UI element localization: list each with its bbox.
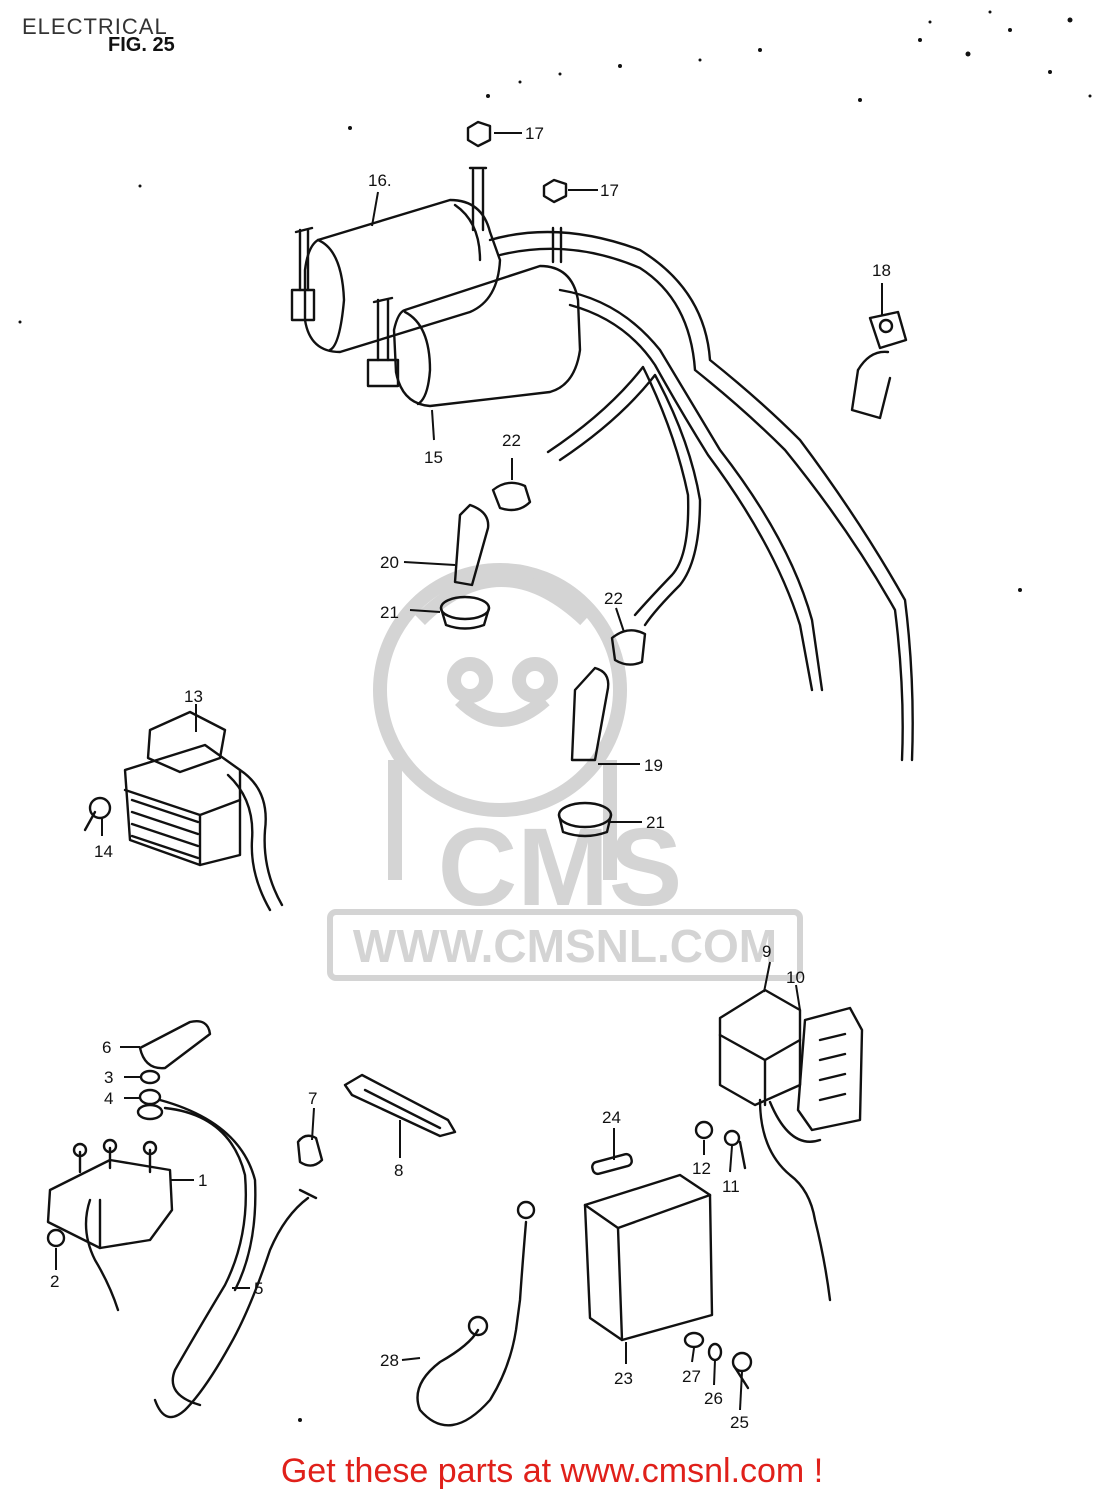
callout-18: 18: [872, 261, 891, 280]
callout-10: 10: [786, 968, 805, 987]
high-tension-leads: [488, 230, 914, 762]
callout-21: 21: [646, 813, 665, 832]
callout-12: 12: [692, 1159, 711, 1178]
watermark-brand: CMS: [438, 806, 682, 929]
callout-21: 21: [380, 603, 399, 622]
callout-2: 2: [50, 1272, 59, 1291]
cta-link[interactable]: Get these parts at www.cmsnl.com !: [280, 1452, 824, 1490]
callout-17: 17: [525, 124, 544, 143]
callout-14: 14: [94, 842, 113, 861]
callout-17: 17: [600, 181, 619, 200]
starter-cable-5: [153, 1098, 318, 1419]
callout-1: 1: [198, 1171, 207, 1190]
callout-15: 15: [424, 448, 443, 467]
rectifier-9: [694, 988, 864, 1302]
callout-4: 4: [104, 1089, 113, 1108]
callout-5: 5: [254, 1279, 263, 1298]
watermark-url: WWW.CMSNL.COM: [353, 920, 777, 972]
callout-16: 16.: [368, 171, 392, 190]
scan-speckles: [18, 10, 1092, 1422]
callout-22: 22: [604, 589, 623, 608]
watermark-logo: CMS WWW.CMSNL.COM: [327, 563, 803, 981]
callout-9: 9: [762, 942, 771, 961]
callout-27: 27: [682, 1367, 701, 1386]
callout-19: 19: [644, 756, 663, 775]
page-title: ELECTRICAL: [22, 14, 168, 39]
callout-11: 11: [722, 1177, 740, 1196]
leader-lines: [55, 132, 883, 1411]
clamp-18: [850, 310, 908, 420]
plug-caps: [439, 481, 647, 838]
stud-nut-17: [466, 120, 568, 264]
callout-25: 25: [730, 1413, 749, 1432]
callout-13: 13: [184, 687, 203, 706]
callout-23: 23: [614, 1369, 633, 1388]
callout-20: 20: [380, 553, 399, 572]
regulator-13: [88, 710, 284, 912]
battery-lead-28: [416, 1200, 536, 1427]
hardware-fasteners: [83, 810, 753, 1390]
callout-3: 3: [104, 1068, 113, 1087]
ignition-coil-15: [366, 264, 582, 408]
figure-label: FIG. 25: [108, 34, 175, 56]
ignition-coil-16: [290, 198, 502, 354]
callout-24: 24: [602, 1108, 621, 1127]
callout-28: 28: [380, 1351, 399, 1370]
fuse-box-23: [583, 1152, 714, 1342]
strap-8: [296, 1073, 457, 1167]
callout-8: 8: [394, 1161, 403, 1180]
callout-22: 22: [502, 431, 521, 450]
callout-6: 6: [102, 1038, 111, 1057]
callout-7: 7: [308, 1089, 317, 1108]
callout-numbers: 17 17 16. 15 18 22 20 21 22 19 21 13 14 …: [50, 124, 891, 1432]
starter-relay-1: [46, 1138, 174, 1312]
callout-26: 26: [704, 1389, 723, 1408]
